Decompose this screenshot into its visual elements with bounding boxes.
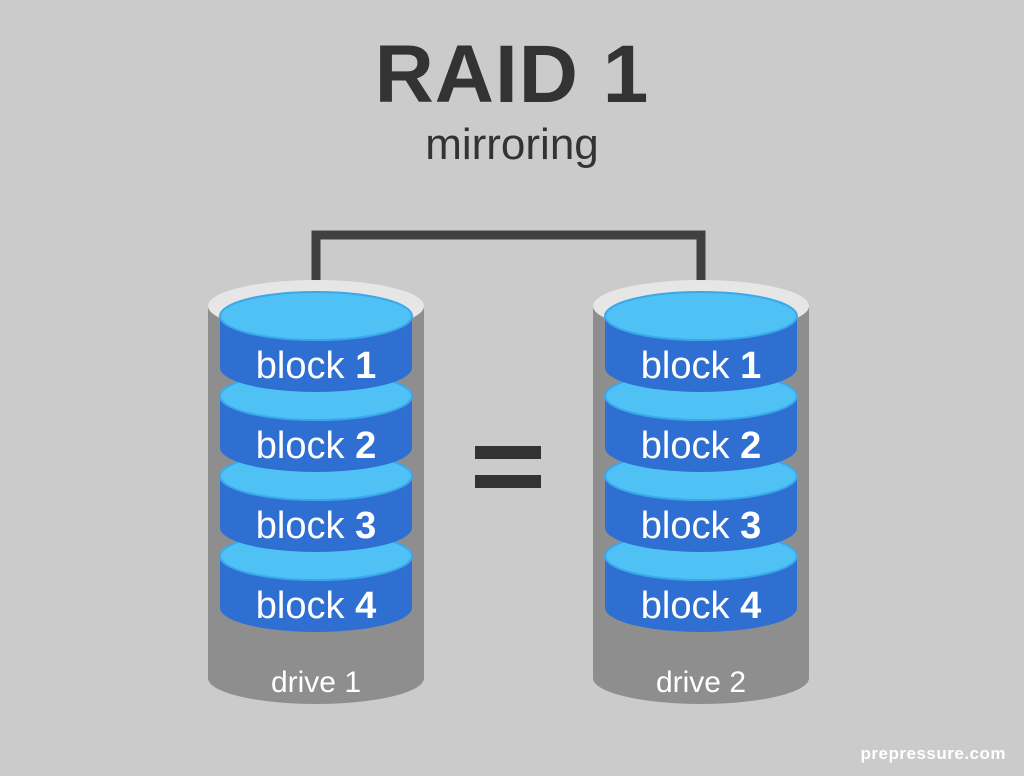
block-word: block <box>256 585 355 627</box>
disk-bottom <box>220 584 412 632</box>
block-word: block <box>256 505 355 547</box>
block-word: block <box>256 425 355 467</box>
block-label: block 3 <box>256 505 376 547</box>
block-label: block 3 <box>641 505 761 547</box>
block-label: block 2 <box>256 425 376 467</box>
disk-top <box>219 291 413 341</box>
block-label: block 4 <box>256 585 376 627</box>
diagram-title: RAID 1 <box>374 29 650 120</box>
block-disk-1 <box>219 291 413 392</box>
block-label: block 4 <box>641 585 761 627</box>
drive-label: drive 1 <box>271 666 361 699</box>
disk-bottom <box>605 504 797 552</box>
block-number: 3 <box>740 505 761 547</box>
drive-label: drive 2 <box>656 666 746 699</box>
drive-base <box>593 652 809 704</box>
block-label: block 1 <box>641 345 761 387</box>
block-word: block <box>641 505 740 547</box>
disk-bottom <box>605 424 797 472</box>
block-number: 4 <box>740 585 761 627</box>
watermark: prepressure.com <box>860 744 1006 763</box>
diagram-subtitle: mirroring <box>425 120 599 169</box>
block-number: 1 <box>740 345 761 387</box>
mirror-connector <box>311 230 706 319</box>
block-number: 2 <box>740 425 761 467</box>
block-number: 2 <box>355 425 376 467</box>
block-label: block 2 <box>641 425 761 467</box>
block-number: 1 <box>355 345 376 387</box>
disk-bottom <box>605 344 797 392</box>
block-number: 3 <box>355 505 376 547</box>
block-word: block <box>641 425 740 467</box>
block-number: 4 <box>355 585 376 627</box>
disk-bottom <box>220 344 412 392</box>
disk-top <box>604 291 798 341</box>
block-word: block <box>641 345 740 387</box>
equals-sign <box>475 446 541 488</box>
block-disk-2 <box>219 371 413 472</box>
block-word: block <box>256 345 355 387</box>
drive-base <box>208 652 424 704</box>
block-label: block 1 <box>256 345 376 387</box>
disk-bottom <box>605 584 797 632</box>
block-disk-1 <box>604 291 798 392</box>
disk-bottom <box>220 504 412 552</box>
disk-bottom <box>220 424 412 472</box>
block-word: block <box>641 585 740 627</box>
